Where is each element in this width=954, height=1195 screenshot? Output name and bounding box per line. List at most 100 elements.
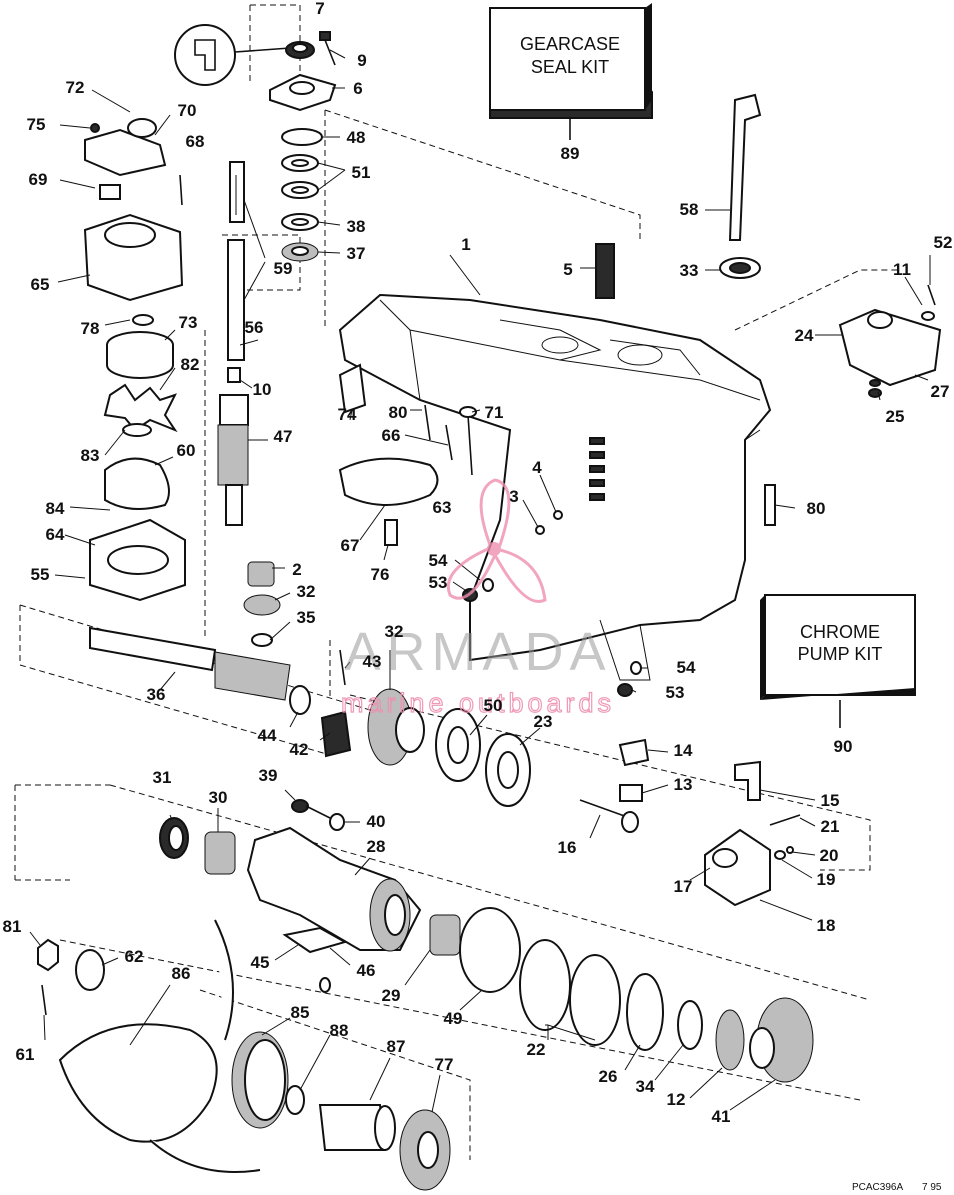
callout-55: 55 <box>31 565 50 584</box>
drawing-date: 7 95 <box>922 1182 942 1193</box>
callout-77: 77 <box>435 1055 454 1074</box>
callout-23: 23 <box>534 712 553 731</box>
callout-46: 46 <box>357 961 376 980</box>
callout-6: 6 <box>353 79 362 98</box>
callout-21: 21 <box>821 817 840 836</box>
callout-5: 5 <box>563 260 572 279</box>
callout-leaders <box>29 49 931 1113</box>
callout-54-lower: 54 <box>677 658 696 677</box>
callout-74: 74 <box>338 405 357 424</box>
callout-58: 58 <box>680 200 699 219</box>
gearcase-kit-line1: GEARCASE <box>520 34 620 54</box>
callout-37: 37 <box>347 244 366 263</box>
gearcase-kit-line2: SEAL KIT <box>531 57 609 77</box>
callout-80-upper: 80 <box>389 403 408 422</box>
callout-53-lower: 53 <box>666 683 685 702</box>
callout-12: 12 <box>667 1090 686 1109</box>
chrome-pump-kit <box>760 594 916 700</box>
callout-10: 10 <box>253 380 272 399</box>
callout-76: 76 <box>371 565 390 584</box>
callout-62: 62 <box>125 947 144 966</box>
callout-29: 29 <box>382 986 401 1005</box>
callout-1: 1 <box>461 235 470 254</box>
callout-90: 90 <box>834 737 853 756</box>
callout-82: 82 <box>181 355 200 374</box>
callout-7: 7 <box>315 0 324 18</box>
callout-33: 33 <box>680 261 699 280</box>
callout-83: 83 <box>81 446 100 465</box>
callout-17: 17 <box>674 877 693 896</box>
callout-11: 11 <box>893 260 911 279</box>
callout-60: 60 <box>177 441 196 460</box>
callout-48: 48 <box>347 128 366 147</box>
callout-43: 43 <box>363 652 382 671</box>
watermark: ARMADA marine outboards <box>340 478 615 719</box>
callout-70: 70 <box>178 101 197 120</box>
callout-54-upper: 54 <box>429 551 448 570</box>
callout-75: 75 <box>27 115 46 134</box>
callout-42: 42 <box>290 740 309 759</box>
callout-89: 89 <box>561 144 580 163</box>
callout-2: 2 <box>292 560 301 579</box>
callout-14: 14 <box>674 741 693 760</box>
callout-85: 85 <box>291 1003 310 1022</box>
callout-19: 19 <box>817 870 836 889</box>
assembly-frames <box>14 4 900 1160</box>
callout-40: 40 <box>367 812 386 831</box>
callout-88: 88 <box>330 1021 349 1040</box>
callout-4: 4 <box>532 458 542 477</box>
callout-32-lower: 32 <box>385 622 404 641</box>
chrome-kit-line1: CHROME <box>800 622 880 642</box>
callout-51: 51 <box>352 163 371 182</box>
callout-86: 86 <box>172 964 191 983</box>
callout-65: 65 <box>31 275 50 294</box>
callout-20: 20 <box>820 846 839 865</box>
callout-61: 61 <box>16 1045 35 1064</box>
callout-66: 66 <box>382 426 401 445</box>
callout-53-upper: 53 <box>429 573 448 592</box>
callout-28: 28 <box>367 837 386 856</box>
callout-73: 73 <box>179 313 198 332</box>
callout-24: 24 <box>795 326 814 345</box>
callout-52: 52 <box>934 233 953 252</box>
callout-13: 13 <box>674 775 693 794</box>
callout-39: 39 <box>259 766 278 785</box>
callout-78: 78 <box>81 319 100 338</box>
callout-47: 47 <box>274 427 293 446</box>
callout-63: 63 <box>433 498 452 517</box>
drawing-code: PCAC396A <box>852 1182 903 1193</box>
callout-64: 64 <box>46 525 65 544</box>
callout-38: 38 <box>347 217 366 236</box>
callout-49: 49 <box>444 1009 463 1028</box>
callout-56: 56 <box>245 318 264 337</box>
callout-25: 25 <box>886 407 905 426</box>
callout-30: 30 <box>209 788 228 807</box>
callout-3: 3 <box>509 487 518 506</box>
callout-18: 18 <box>817 916 836 935</box>
callout-80-right: 80 <box>807 499 826 518</box>
callout-36: 36 <box>147 685 166 704</box>
callout-35: 35 <box>297 608 316 627</box>
propeller-logo <box>447 478 547 603</box>
callout-41: 41 <box>712 1107 731 1126</box>
callout-numbers: 7 9 6 48 51 38 37 59 72 70 75 68 69 65 7… <box>3 0 953 1126</box>
callout-50: 50 <box>484 696 503 715</box>
chrome-kit-line2: PUMP KIT <box>798 644 883 664</box>
callout-9: 9 <box>357 51 366 70</box>
callout-72: 72 <box>66 78 85 97</box>
watermark-sub: marine outboards <box>341 688 615 718</box>
callout-26: 26 <box>599 1067 618 1086</box>
callout-34: 34 <box>636 1077 655 1096</box>
callout-22: 22 <box>527 1040 546 1059</box>
callout-81: 81 <box>3 917 22 936</box>
callout-84: 84 <box>46 499 65 518</box>
callout-67: 67 <box>341 536 360 555</box>
parts <box>37 24 942 1191</box>
callout-44: 44 <box>258 726 277 745</box>
callout-31: 31 <box>153 768 172 787</box>
watermark-main: ARMADA <box>344 622 611 682</box>
callout-27: 27 <box>931 382 950 401</box>
callout-32-upper: 32 <box>297 582 316 601</box>
callout-59: 59 <box>274 259 293 278</box>
